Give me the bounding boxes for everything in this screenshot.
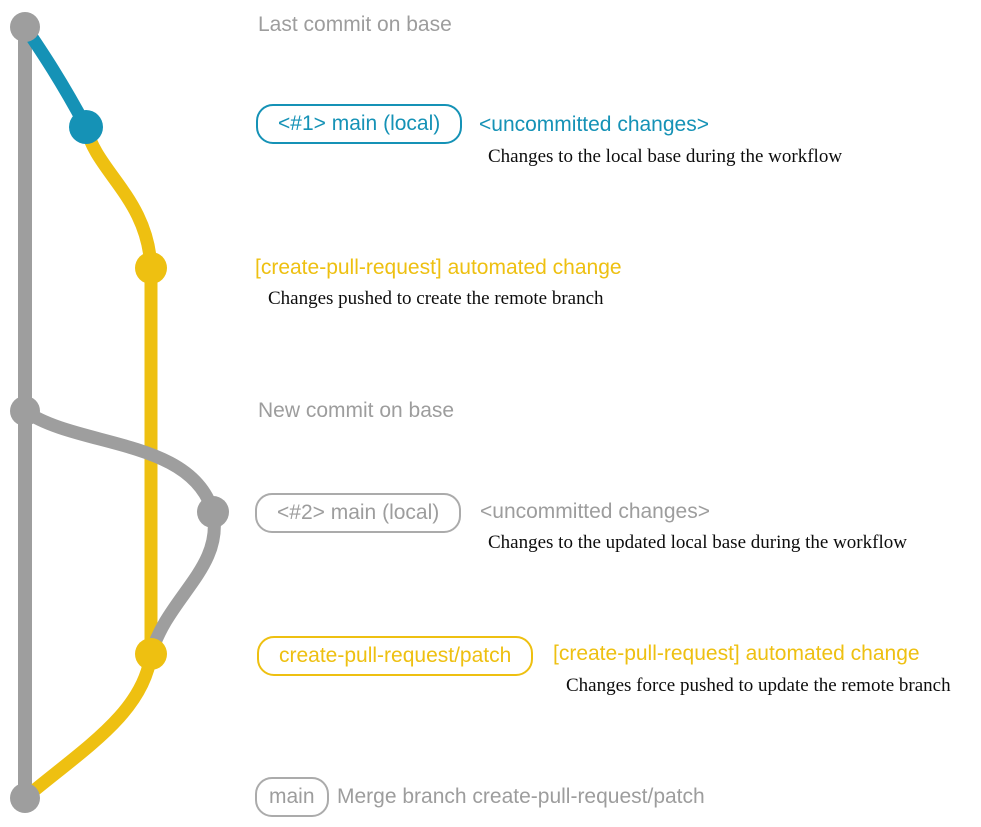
commit-dot-last-base: [10, 12, 40, 42]
label-uncommitted-changes-2: <uncommitted changes>: [480, 500, 710, 523]
label-automated-change-2: [create-pull-request] automated change: [553, 642, 920, 665]
commit-dot-merge: [10, 783, 40, 813]
updated-base-branch-line: [18, 404, 220, 519]
note-force-push-update-remote: Changes force pushed to update the remot…: [566, 675, 951, 696]
branch-badge-main-local-2: <#2> main (local): [255, 493, 462, 533]
note-local-base-changes: Changes to the local base during the wor…: [488, 146, 843, 167]
commit-dot-new-base: [10, 396, 40, 426]
label-merge-branch: Merge branch create-pull-request/patch: [337, 785, 705, 808]
local-change-branch-line-1: [18, 20, 93, 134]
branch-badge-patch: create-pull-request/patch: [257, 636, 534, 676]
label-automated-change-1: [create-pull-request] automated change: [255, 256, 622, 279]
force-push-branch-line: [144, 505, 221, 661]
branch-badge-main: main: [255, 777, 329, 817]
branch-badge-main-local-1: <#1> main (local): [256, 104, 463, 144]
commit-graph: [10, 12, 229, 813]
merge-branch-line: [18, 647, 158, 805]
commit-dot-uncommitted-1: [69, 110, 103, 144]
commit-dot-automated-2: [135, 638, 167, 670]
commit-dot-uncommitted-2: [197, 496, 229, 528]
label-new-commit: New commit on base: [258, 399, 455, 422]
note-push-create-remote: Changes pushed to create the remote bran…: [268, 288, 604, 309]
pull-request-branch-line: [79, 120, 158, 661]
note-updated-local-base-changes: Changes to the updated local base during…: [488, 532, 907, 553]
label-last-commit: Last commit on base: [258, 13, 452, 36]
label-uncommitted-changes-1: <uncommitted changes>: [479, 113, 709, 136]
commit-dot-automated-1: [135, 252, 167, 284]
